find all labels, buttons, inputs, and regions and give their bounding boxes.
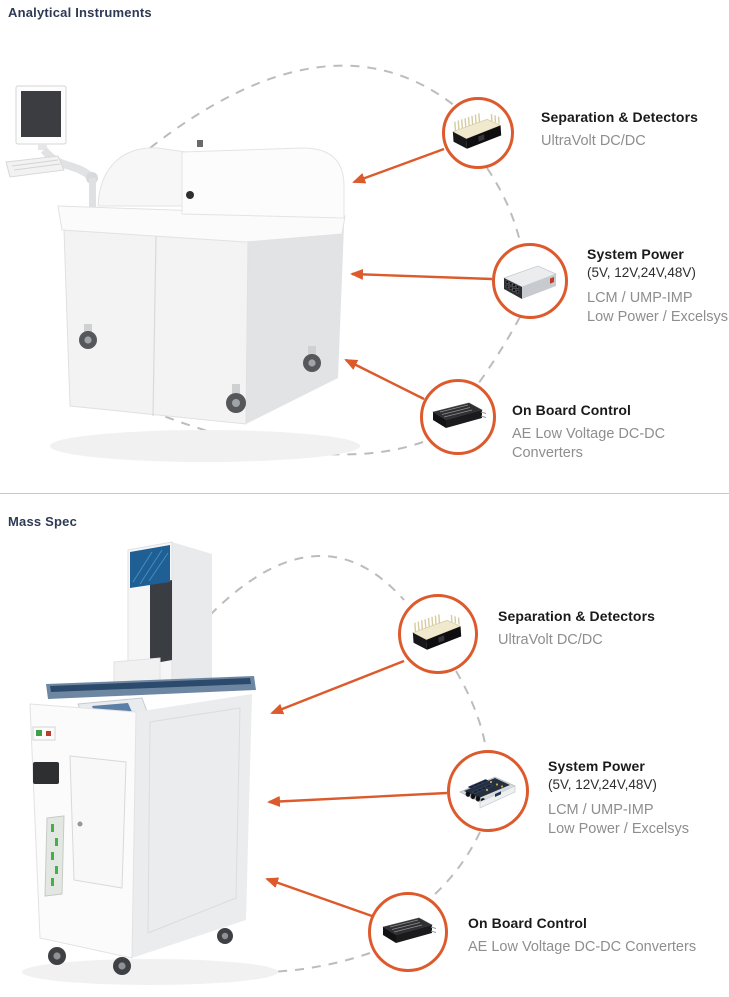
section-title-mass-spec: Mass Spec — [8, 514, 78, 529]
callout-subtext: Low Power / Excelsys — [587, 309, 729, 325]
section-title-analytical-instruments: Analytical Instruments — [8, 5, 152, 20]
callout-circle-separation-detectors — [442, 97, 514, 169]
callout-voltages: (5V, 12V,24V,48V) — [587, 265, 696, 280]
ae-dcdc-module-image — [382, 917, 437, 943]
callout-subtext: LCM / UMP-IMP — [548, 802, 654, 818]
callout-heading: System Power — [587, 246, 684, 262]
analytical-instrument-illustration — [5, 85, 360, 462]
callout-heading: Separation & Detectors — [498, 608, 656, 624]
callout-heading: On Board Control — [512, 402, 632, 418]
callout-separation-detectors: Separation & Detectors UltraVolt DC/DC — [541, 108, 698, 151]
callout-heading: Separation & Detectors — [541, 109, 699, 125]
section-divider — [0, 493, 729, 494]
ae-dcdc-module-image — [432, 402, 487, 428]
callout-circle-system-power-2 — [447, 750, 529, 832]
callout-subtext: AE Low Voltage DC-DC Converters — [512, 426, 666, 461]
callout-subtext: LCM / UMP-IMP — [587, 290, 693, 306]
callout-system-power: System Power (5V, 12V,24V,48V) LCM / UMP… — [587, 245, 728, 327]
callout-system-power-2: System Power (5V, 12V,24V,48V) LCM / UMP… — [548, 757, 689, 839]
callout-on-board-control: On Board Control AE Low Voltage DC-DC Co… — [512, 401, 729, 463]
mass-spectrometer-illustration — [22, 541, 278, 985]
callout-heading: System Power — [548, 758, 645, 774]
callout-subtext: UltraVolt DC/DC — [541, 133, 646, 149]
enclosed-psu-image — [502, 265, 558, 299]
callout-voltages: (5V, 12V,24V,48V) — [548, 777, 657, 792]
callout-arrows-top — [344, 147, 493, 401]
callout-on-board-control-2: On Board Control AE Low Voltage DC-DC Co… — [468, 914, 696, 957]
callout-subtext: AE Low Voltage DC-DC Converters — [468, 939, 697, 955]
callout-circle-separation-detectors-2 — [398, 594, 478, 674]
callout-circle-on-board-control — [420, 379, 496, 455]
callout-arrows-bottom — [265, 659, 448, 918]
callout-circle-system-power — [492, 243, 568, 319]
callout-subtext: UltraVolt DC/DC — [498, 632, 603, 648]
callout-subtext: Low Power / Excelsys — [548, 821, 690, 837]
ultravolt-module-image — [411, 614, 462, 650]
ultravolt-module-image — [451, 113, 502, 149]
open-frame-psu-image — [459, 776, 516, 809]
callout-circle-on-board-control-2 — [368, 892, 448, 972]
callout-separation-detectors-2: Separation & Detectors UltraVolt DC/DC — [498, 607, 655, 650]
callout-heading: On Board Control — [468, 915, 588, 931]
